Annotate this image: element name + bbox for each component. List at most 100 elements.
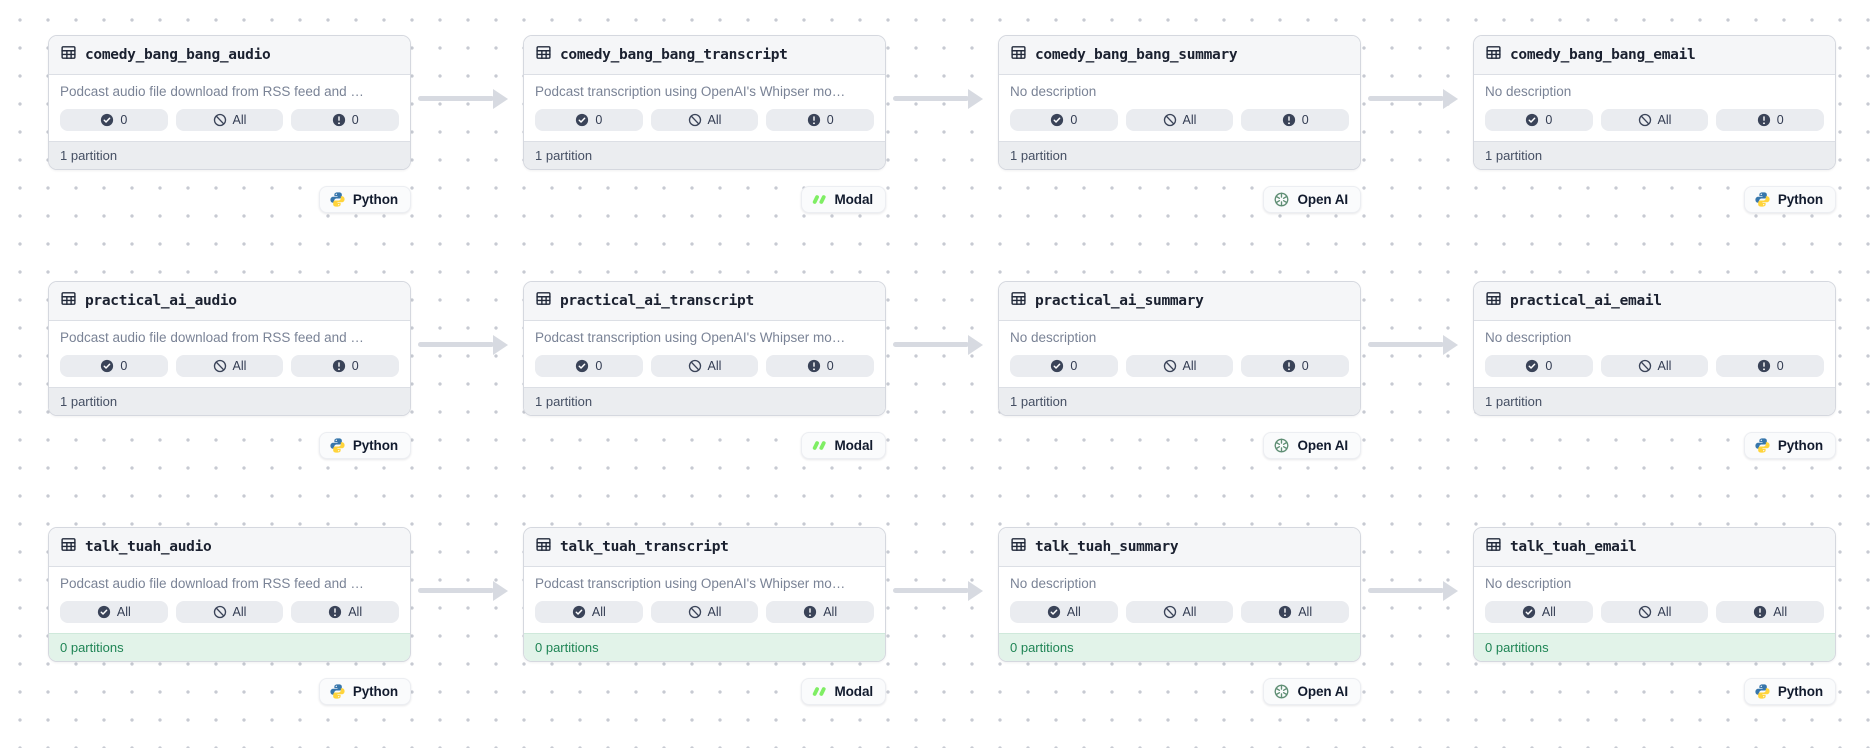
missing-partitions-badge[interactable]: All [1600, 355, 1709, 377]
missing-partitions-badge[interactable]: All [1125, 355, 1234, 377]
tech-badge[interactable]: Python [1743, 432, 1836, 459]
tech-badge[interactable]: Python [1743, 678, 1836, 705]
missing-partitions-badge[interactable]: All [175, 601, 284, 623]
asset-description: No description [1485, 84, 1572, 99]
failed-count-badge[interactable]: 0 [291, 109, 400, 131]
materialized-count-badge[interactable]: 0 [60, 109, 168, 131]
check-circle-icon [1525, 113, 1539, 127]
missing-partitions-badge[interactable]: All [650, 355, 759, 377]
failed-count-badge[interactable]: 0 [766, 109, 875, 131]
partitions-footer: 0 partitions [524, 633, 885, 661]
asset-node[interactable]: talk_tuah_audio Podcast audio file downl… [48, 527, 411, 662]
failed-count-badge[interactable]: 0 [291, 355, 400, 377]
asset-node[interactable]: practical_ai_summary No description 0 [998, 281, 1361, 416]
missing-partitions-badge[interactable]: All [650, 601, 759, 623]
failed-count-badge[interactable]: All [1716, 601, 1825, 623]
tech-badge[interactable]: Modal [800, 432, 886, 459]
failed-count-badge[interactable]: All [1241, 601, 1350, 623]
asset-node-header[interactable]: practical_ai_transcript [524, 282, 885, 321]
materialized-count-badge[interactable]: 0 [1010, 355, 1118, 377]
materialized-count-badge[interactable]: All [1010, 601, 1118, 623]
openai-logo-icon [1275, 192, 1289, 207]
asset-name: talk_tuah_audio [85, 539, 212, 555]
tech-badge[interactable]: Modal [800, 678, 886, 705]
missing-partitions-badge[interactable]: All [1125, 601, 1234, 623]
asset-node[interactable]: comedy_bang_bang_email No description 0 [1473, 35, 1836, 170]
materialized-count-badge[interactable]: All [535, 601, 643, 623]
materialized-count-badge[interactable]: 0 [1010, 109, 1118, 131]
asset-node[interactable]: practical_ai_audio Podcast audio file do… [48, 281, 411, 416]
missing-partitions-badge[interactable]: All [1600, 601, 1709, 623]
materialized-count-badge[interactable]: 0 [1485, 109, 1593, 131]
tech-badge[interactable]: Python [318, 678, 411, 705]
failed-count-badge[interactable]: 0 [766, 355, 875, 377]
asset-node-header[interactable]: comedy_bang_bang_summary [999, 36, 1360, 75]
edge-arrow-bar [893, 588, 969, 593]
asset-node[interactable]: comedy_bang_bang_transcript Podcast tran… [523, 35, 886, 170]
asset-node[interactable]: practical_ai_transcript Podcast transcri… [523, 281, 886, 416]
tech-badge-label: Python [1777, 438, 1823, 453]
asset-name: talk_tuah_transcript [560, 539, 729, 555]
partitions-footer: 1 partition [1474, 141, 1835, 169]
tech-badge-row: Python [48, 432, 411, 459]
materialized-count-badge[interactable]: All [60, 601, 168, 623]
alert-circle-icon [807, 113, 821, 127]
materialized-count-label: 0 [120, 359, 128, 373]
asset-node[interactable]: talk_tuah_email No description All [1473, 527, 1836, 662]
materialized-count-badge[interactable]: 0 [535, 109, 643, 131]
asset-node-header[interactable]: practical_ai_summary [999, 282, 1360, 321]
failed-count-label: 0 [1301, 113, 1309, 127]
asset-node[interactable]: practical_ai_email No description 0 [1473, 281, 1836, 416]
materialized-count-badge[interactable]: 0 [1485, 355, 1593, 377]
missing-partitions-badge[interactable]: All [1600, 109, 1709, 131]
tech-badge[interactable]: Python [318, 186, 411, 213]
check-circle-icon [1047, 605, 1061, 619]
materialized-count-badge[interactable]: 0 [60, 355, 168, 377]
python-logo-icon [1754, 437, 1771, 454]
asset-node[interactable]: comedy_bang_bang_audio Podcast audio fil… [48, 35, 411, 170]
python-logo-icon [330, 192, 345, 207]
asset-node-header[interactable]: talk_tuah_email [1474, 528, 1835, 567]
partitions-footer: 0 partitions [999, 633, 1360, 661]
failed-count-badge[interactable]: 0 [1716, 355, 1825, 377]
asset-node-header[interactable]: talk_tuah_audio [49, 528, 410, 567]
check-circle-icon [97, 605, 111, 619]
failed-count-badge[interactable]: 0 [1241, 109, 1350, 131]
missing-partitions-badge[interactable]: All [175, 109, 284, 131]
asset-node-body: Podcast audio file download from RSS fee… [49, 75, 410, 141]
tech-badge[interactable]: Python [1743, 186, 1836, 213]
missing-partitions-label: All [232, 359, 247, 373]
failed-count-badge[interactable]: All [766, 601, 875, 623]
partitions-footer: 1 partition [49, 387, 410, 415]
asset-node[interactable]: talk_tuah_summary No description All [998, 527, 1361, 662]
failed-count-badge[interactable]: All [291, 601, 400, 623]
missing-partitions-label: All [1657, 359, 1672, 373]
tech-badge[interactable]: Open AI [1263, 186, 1361, 213]
asset-node[interactable]: talk_tuah_transcript Podcast transcripti… [523, 527, 886, 662]
failed-count-badge[interactable]: 0 [1716, 109, 1825, 131]
tech-badge[interactable]: Modal [800, 186, 886, 213]
materialized-count-badge[interactable]: 0 [535, 355, 643, 377]
asset-node-header[interactable]: talk_tuah_summary [999, 528, 1360, 567]
python-logo-icon [1755, 192, 1770, 207]
tech-badge[interactable]: Python [318, 432, 411, 459]
check-circle-icon [100, 359, 114, 373]
materialized-count-badge[interactable]: All [1485, 601, 1593, 623]
asset-node-header[interactable]: comedy_bang_bang_audio [49, 36, 410, 75]
edge-arrow [418, 334, 514, 355]
missing-partitions-badge[interactable]: All [175, 355, 284, 377]
asset-node-header[interactable]: comedy_bang_bang_transcript [524, 36, 885, 75]
asset-node-header[interactable]: practical_ai_audio [49, 282, 410, 321]
materialized-count-label: 0 [1545, 359, 1553, 373]
asset-node-header[interactable]: comedy_bang_bang_email [1474, 36, 1835, 75]
asset-cell: practical_ai_summary No description 0 [998, 281, 1458, 459]
asset-node[interactable]: comedy_bang_bang_summary No description … [998, 35, 1361, 170]
asset-node-header[interactable]: practical_ai_email [1474, 282, 1835, 321]
asset-node-header[interactable]: talk_tuah_transcript [524, 528, 885, 567]
asset-description: No description [1010, 330, 1097, 345]
missing-partitions-badge[interactable]: All [1125, 109, 1234, 131]
tech-badge[interactable]: Open AI [1263, 432, 1361, 459]
missing-partitions-badge[interactable]: All [650, 109, 759, 131]
failed-count-badge[interactable]: 0 [1241, 355, 1350, 377]
tech-badge[interactable]: Open AI [1263, 678, 1361, 705]
